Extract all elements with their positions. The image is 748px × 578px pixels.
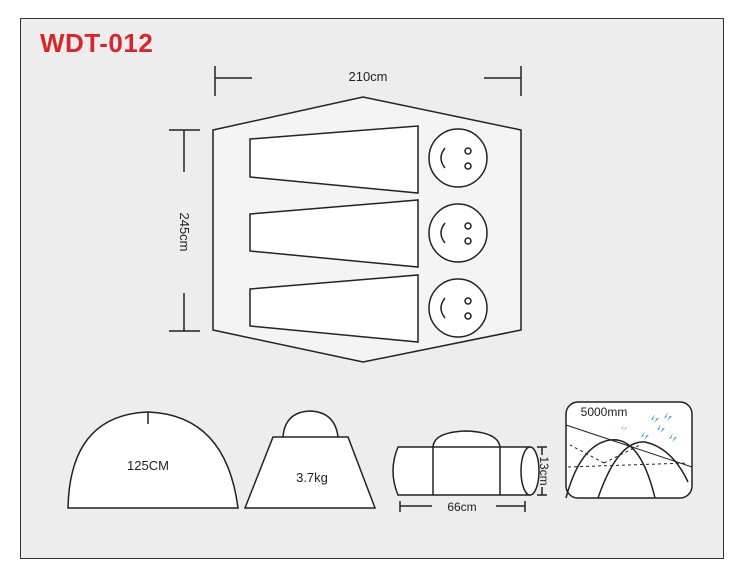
- rain-panel: [565, 401, 693, 499]
- packed-diameter-label: 13cm: [537, 456, 551, 485]
- smiley-head: [428, 278, 488, 338]
- model-number: WDT-012: [40, 28, 154, 58]
- width-dimension: [214, 66, 522, 96]
- packed-bag: [392, 430, 547, 512]
- packed-length-label: 66cm: [447, 500, 476, 514]
- front-view: [67, 411, 239, 509]
- weight-label: 3.7kg: [296, 470, 328, 485]
- side-view: [243, 410, 377, 509]
- sleeping-bag: [249, 125, 419, 194]
- rain-drops-icon: [621, 412, 677, 442]
- rain-rating-label: 5000mm: [581, 405, 628, 419]
- depth-dimension: [169, 129, 200, 332]
- height-label: 125CM: [127, 458, 169, 473]
- smiley-head: [428, 128, 488, 188]
- sleeping-bag: [249, 274, 419, 343]
- smiley-head: [428, 203, 488, 263]
- width-label: 210cm: [348, 69, 387, 84]
- depth-label: 245cm: [177, 212, 192, 251]
- sleeping-bag: [249, 199, 419, 268]
